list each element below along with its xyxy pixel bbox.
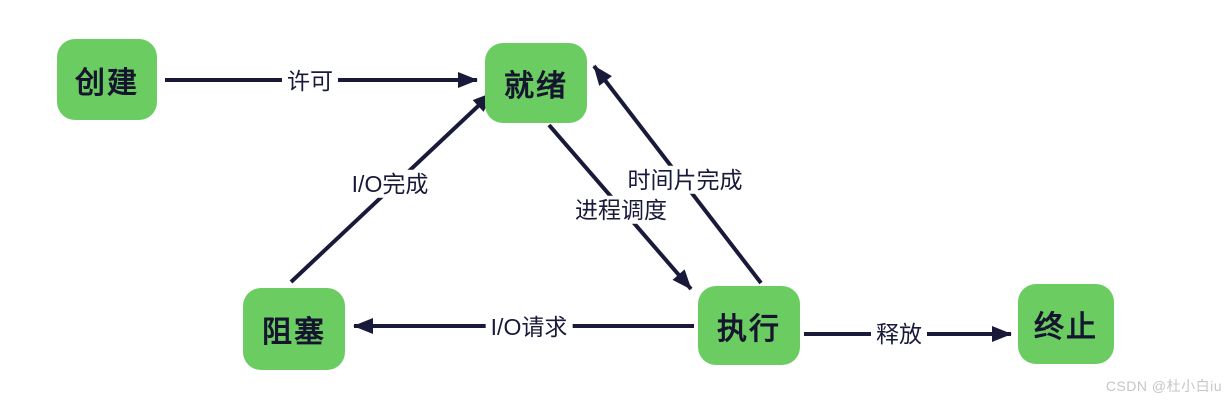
node-blocked-label: 阻塞 — [262, 316, 326, 349]
node-blocked: 阻塞 — [243, 288, 345, 370]
node-create: 创建 — [57, 39, 157, 120]
edge-label-admit: 许可 — [282, 66, 338, 96]
node-ready: 就绪 — [485, 43, 587, 123]
edge-label-timeslice-complete: 时间片完成 — [622, 165, 748, 195]
edge-label-io-complete: I/O完成 — [346, 169, 434, 199]
node-create-label: 创建 — [75, 66, 139, 100]
edge-label-release: 释放 — [871, 319, 927, 349]
edge-label-io-request: I/O请求 — [485, 312, 573, 342]
node-terminated: 终止 — [1018, 284, 1114, 364]
node-running: 执行 — [698, 286, 800, 365]
node-ready-label: 就绪 — [504, 70, 568, 103]
edge-label-process-dispatch: 进程调度 — [570, 195, 672, 225]
csdn-watermark: CSDN @杜小白iu — [1105, 378, 1222, 394]
node-terminated-label: 终止 — [1034, 311, 1098, 344]
node-running-label: 执行 — [717, 312, 781, 346]
